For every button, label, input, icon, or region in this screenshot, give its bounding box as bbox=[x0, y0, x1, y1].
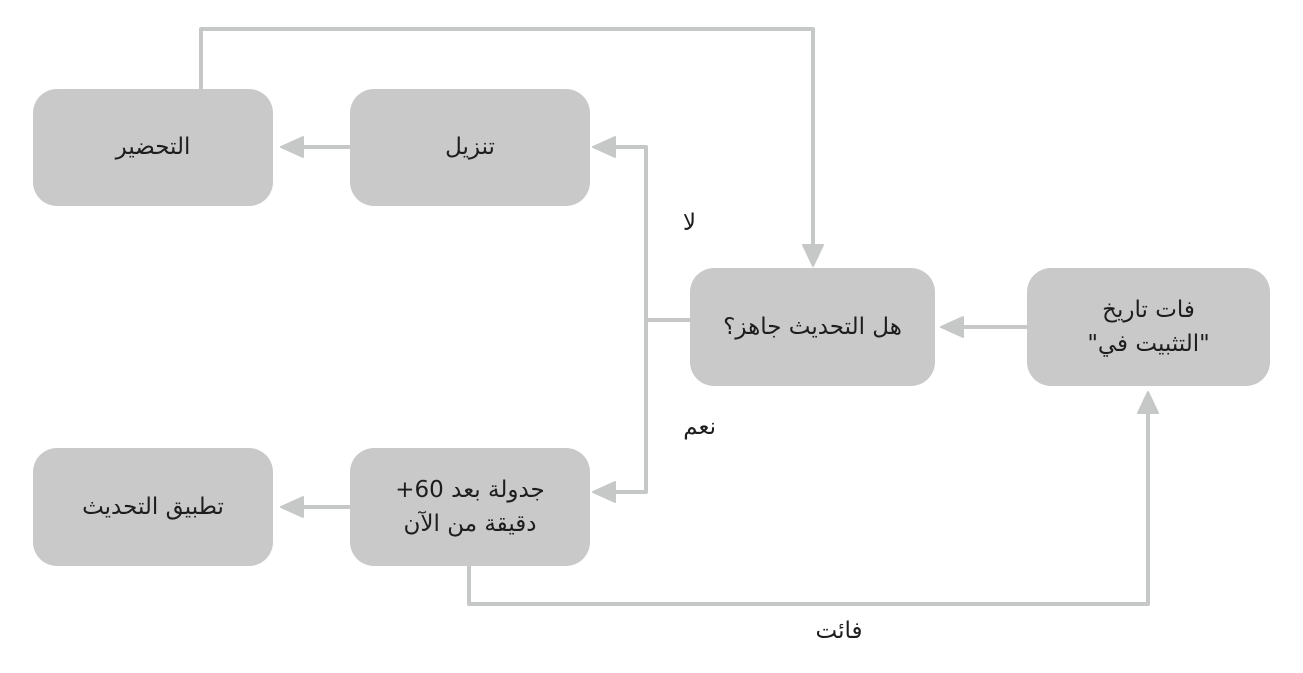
arrowhead-up-installby bbox=[1137, 391, 1159, 414]
edge-update-ready-to-download bbox=[615, 145, 648, 320]
arrowhead-left-preparation bbox=[280, 136, 304, 158]
node-download: تنزيل bbox=[350, 89, 590, 206]
arrowhead-left-schedule bbox=[592, 481, 616, 503]
edge-label-no: لا bbox=[682, 210, 696, 236]
node-apply-update: تطبيق التحديث bbox=[33, 448, 273, 566]
arrowhead-left-download bbox=[592, 136, 616, 158]
edge-update-ready-to-schedule bbox=[615, 320, 648, 494]
edge-label-yes: نعم bbox=[683, 414, 716, 440]
node-preparation: التحضير bbox=[33, 89, 273, 206]
node-schedule: جدولة بعد 60+ دقيقة من الآن bbox=[350, 448, 590, 566]
edge-label-missed: فائت bbox=[815, 618, 863, 644]
arrowhead-left-update-ready bbox=[940, 316, 964, 338]
node-install-by-passed: فات تاريخ "التثبيت في" bbox=[1027, 268, 1270, 386]
arrowhead-left-apply-update bbox=[280, 496, 304, 518]
arrowhead-down-update-ready bbox=[802, 244, 824, 267]
node-update-ready: هل التحديث جاهز؟ bbox=[690, 268, 935, 386]
